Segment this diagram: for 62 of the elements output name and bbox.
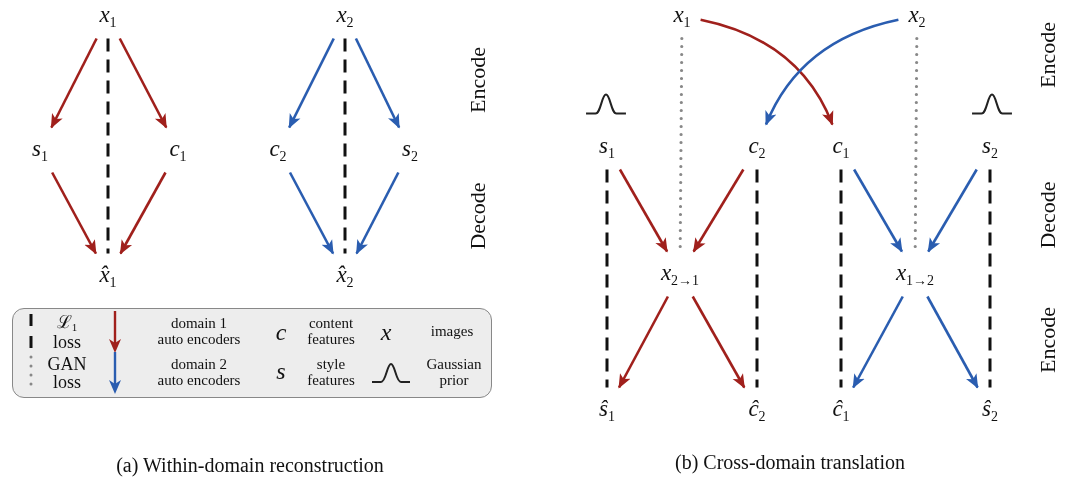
math-variable: ŝ$_{1}$ [596,394,618,426]
legend-text: GAN loss [46,355,88,391]
math-variable: c$_{2}$ [266,134,290,166]
legend-text: style features [306,357,356,389]
arrow [354,37,401,129]
math-variable: s$_{2}$ [399,134,421,166]
math-variable: x$_{1→2}$ [892,258,938,290]
dashed-loss-line [839,169,843,388]
arrow [50,37,98,129]
symbol-label: c [275,318,287,346]
math-variable: ĉ$_{2}$ [745,394,769,426]
math-variable: s$_{2}$ [979,131,1001,163]
math-variable: s$_{1}$ [596,131,618,163]
math-variable: s$_{1}$ [29,134,51,166]
stage-label: Decode [465,182,491,250]
math-variable: x$_{2→1}$ [657,258,703,290]
arrow [927,168,978,253]
subfigure-caption: (a) Within-domain reconstruction [116,453,384,477]
legend-text: images [429,324,475,340]
arrow [853,168,903,253]
stage-label: Decode [1035,181,1061,249]
arrow [700,18,834,126]
subfigure-caption: (b) Cross-domain translation [675,450,905,474]
arrow [852,295,904,389]
dashed-loss-line [605,169,609,388]
math-variable: x$_{1}$ [670,0,694,32]
arrow [51,171,97,255]
stage-label: Encode [465,47,491,113]
math-variable: c$_{1}$ [166,134,190,166]
dashed-loss-line [106,38,110,254]
legend-text: ℒ$_{1}$ loss [52,313,82,351]
math-variable: x̂$_{2}$ [333,260,357,292]
arrow [618,168,669,253]
arrow [617,295,670,389]
legend-text: content features [306,316,356,348]
math-variable: ŝ$_{2}$ [979,394,1001,426]
legend-text: Gaussian prior [425,357,483,389]
arrow [764,18,899,126]
legend-text: domain 1 auto encoders [156,316,242,348]
arrow [926,295,979,389]
dashed-loss-line [343,38,347,254]
stage-label: Encode [1035,307,1061,373]
symbol-label: s [276,357,286,385]
arrow [288,37,335,129]
math-variable: x$_{2}$ [905,0,929,32]
stage-label: Encode [1035,22,1061,88]
arrow [692,168,745,253]
math-variable: c$_{1}$ [829,131,853,163]
math-variable: x$_{2}$ [333,0,357,32]
arrow [355,171,400,255]
math-variable: c$_{2}$ [745,131,769,163]
arrow [288,171,335,255]
legend-text: domain 2 auto encoders [156,357,242,389]
dashed-loss-line [988,169,992,388]
arrow [119,171,167,255]
math-variable: ĉ$_{1}$ [829,394,853,426]
math-variable: x̂$_{1}$ [96,260,120,292]
arrow [118,37,168,129]
arrow [691,295,746,389]
dashed-loss-line [755,169,759,388]
symbol-label: x [380,318,392,346]
math-variable: x$_{1}$ [96,0,120,32]
